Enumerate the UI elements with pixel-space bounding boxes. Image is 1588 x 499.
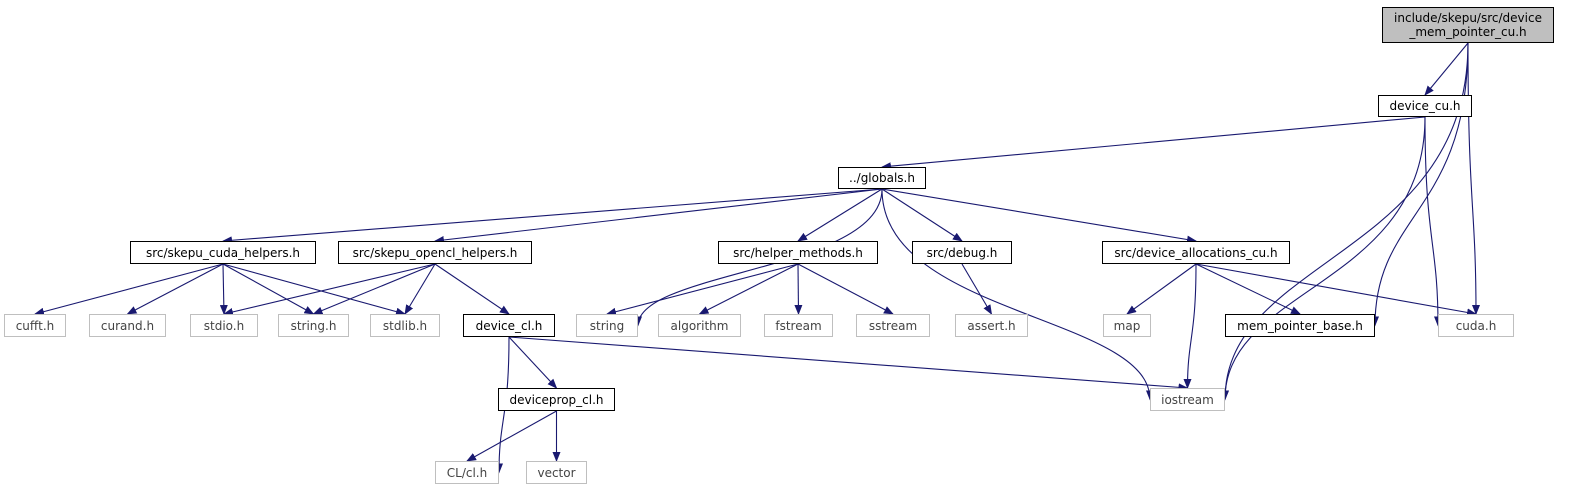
node-curand[interactable]: curand.h (89, 314, 166, 337)
edge-root-to-cuda (1467, 42, 1480, 315)
root-label-line-1: include/skepu/src/device (1394, 11, 1542, 25)
node-cufft[interactable]: cufft.h (4, 314, 66, 337)
edge-cuda_helpers-to-stdio (219, 263, 228, 315)
edge-opencl_helpers-to-stdio (223, 263, 436, 316)
edge-cuda_helpers-to-stdlib (222, 263, 406, 316)
edge-helper_methods-to-algorithm (698, 263, 799, 315)
edge-opencl_helpers-to-stdlib (404, 263, 436, 315)
node-fstream[interactable]: fstream (764, 314, 833, 337)
edge-device_cu-to-iostream (1221, 116, 1426, 401)
edge-globals-to-helper_methods (797, 188, 883, 242)
node-string[interactable]: string (576, 314, 638, 337)
node-assert[interactable]: assert.h (955, 314, 1028, 337)
edge-helper_methods-to-fstream (794, 263, 803, 315)
edge-globals-to-dev_alloc (881, 188, 1197, 244)
edge-cuda_helpers-to-cufft (34, 263, 224, 316)
node-algorithm[interactable]: algorithm (658, 314, 741, 337)
edge-dev_alloc-to-map (1126, 263, 1197, 315)
edge-globals-to-debug (881, 188, 963, 242)
node-stdio[interactable]: stdio.h (190, 314, 258, 337)
node-stdlib[interactable]: stdlib.h (370, 314, 440, 337)
edge-device_cl-to-iostream (508, 336, 1189, 392)
edge-device_cl-to-cl_cl (495, 336, 510, 474)
node-cuda[interactable]: cuda.h (1438, 314, 1514, 337)
node-skepu-opencl-helpers[interactable]: src/skepu_opencl_helpers.h (338, 241, 532, 264)
edge-globals-to-opencl_helpers (434, 188, 883, 244)
edge-device_cu-to-globals (881, 116, 1426, 171)
edge-debug-to-assert (961, 263, 993, 315)
edge-globals-to-string (634, 188, 883, 327)
node-globals[interactable]: ../globals.h (838, 167, 926, 189)
edge-opencl_helpers-to-string_h (312, 263, 436, 315)
edge-cuda_helpers-to-string_h (222, 263, 315, 315)
edge-globals-to-iostream (881, 188, 1154, 401)
edge-root-to-iostream (1221, 42, 1469, 401)
edge-root-to-device_cu (1424, 42, 1469, 96)
edge-dev_alloc-to-mem_pointer_base (1195, 263, 1301, 315)
edge-device_cl-to-deviceprop_cl (508, 336, 558, 389)
node-iostream[interactable]: iostream (1150, 388, 1225, 411)
root-label-line-2: _mem_pointer_cu.h (1409, 25, 1527, 39)
node-map[interactable]: map (1103, 314, 1151, 337)
node-skepu-cuda-helpers[interactable]: src/skepu_cuda_helpers.h (130, 241, 316, 264)
edge-cuda_helpers-to-curand (126, 263, 224, 315)
edge-opencl_helpers-to-device_cl (434, 263, 510, 315)
node-vector[interactable]: vector (526, 461, 587, 484)
node-device-cu[interactable]: device_cu.h (1378, 95, 1472, 117)
edge-dev_alloc-to-iostream (1183, 263, 1197, 389)
node-deviceprop-cl[interactable]: deviceprop_cl.h (498, 388, 615, 411)
edge-device_cu-to-cuda (1424, 116, 1442, 327)
edge-dev_alloc-to-cuda (1195, 263, 1477, 317)
node-root-device-mem-pointer-cu[interactable]: include/skepu/src/device _mem_pointer_cu… (1382, 7, 1554, 43)
node-mem-pointer-base[interactable]: mem_pointer_base.h (1225, 314, 1375, 337)
edge-root-to-mem_pointer_base (1371, 42, 1469, 327)
edge-deviceprop_cl-to-cl_cl (466, 410, 557, 462)
edge-helper_methods-to-sstream (797, 263, 894, 315)
node-cl-cl[interactable]: CL/cl.h (435, 461, 499, 484)
node-sstream[interactable]: sstream (856, 314, 930, 337)
node-device-allocations-cu[interactable]: src/device_allocations_cu.h (1102, 241, 1290, 264)
node-string-h[interactable]: string.h (278, 314, 349, 337)
node-helper-methods[interactable]: src/helper_methods.h (718, 241, 878, 264)
edge-globals-to-cuda_helpers (222, 188, 883, 245)
edge-helper_methods-to-string (606, 263, 799, 316)
node-device-cl[interactable]: device_cl.h (463, 314, 555, 337)
node-debug[interactable]: src/debug.h (912, 241, 1012, 264)
